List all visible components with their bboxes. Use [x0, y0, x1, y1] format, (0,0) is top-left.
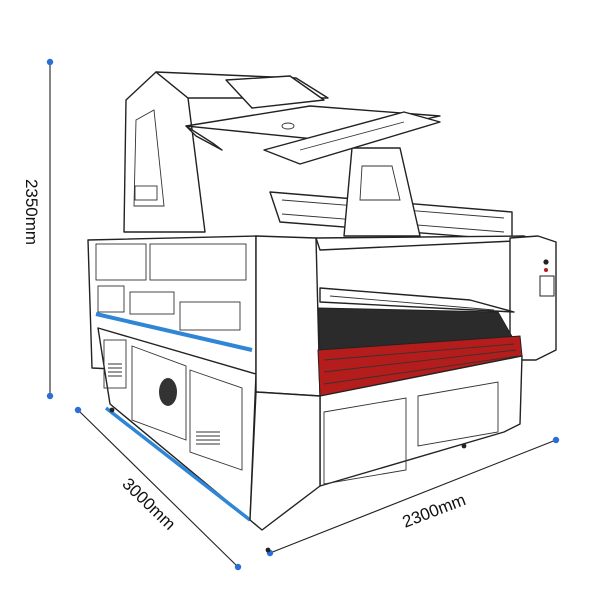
front-base-door-2	[417, 381, 499, 447]
width-label: 2300mm	[400, 490, 469, 531]
front-corner-leg	[249, 391, 321, 531]
machine-drawing	[87, 71, 557, 553]
front-frame	[255, 235, 557, 397]
lens-port	[281, 122, 295, 130]
height-dimension: 2350mm	[22, 58, 54, 400]
indicator-light	[544, 268, 548, 272]
lower-laser-head	[263, 111, 441, 165]
left-cabinet-door-2	[149, 243, 247, 281]
laser-head-rails	[185, 75, 441, 165]
rear-upright	[343, 147, 421, 237]
front-left-post	[255, 235, 321, 397]
depth-label: 3000mm	[118, 474, 179, 534]
width-dimension-line	[269, 439, 557, 554]
crossbeam	[185, 105, 441, 141]
control-screen	[539, 275, 555, 297]
emergency-button	[543, 259, 549, 265]
height-label: 2350mm	[22, 179, 41, 245]
cutting-bed	[317, 287, 523, 397]
front-top-rail	[315, 235, 537, 251]
depth-dimension-end-dot	[234, 563, 242, 571]
depth-dimension-line	[77, 409, 239, 568]
blue-stripe-upper	[95, 312, 253, 352]
width-dimension-end-dot	[552, 436, 560, 444]
blue-stripe-lower	[104, 406, 252, 522]
left-cabinet	[87, 235, 271, 553]
gantry-rail	[319, 287, 515, 313]
height-dimension-top-dot	[46, 58, 54, 66]
depth-dimension-start-dot	[74, 406, 82, 414]
height-dimension-bottom-dot	[46, 392, 54, 400]
vent-grille-left	[108, 363, 122, 377]
side-port	[159, 378, 177, 406]
upper-laser-head	[225, 75, 325, 109]
rear-gantry	[269, 147, 513, 241]
vent-grille-front	[196, 431, 220, 445]
left-cabinet-door-1	[95, 243, 147, 281]
left-tower-body	[123, 71, 206, 233]
lower-base	[249, 355, 523, 531]
front-base-door-1	[323, 397, 407, 485]
